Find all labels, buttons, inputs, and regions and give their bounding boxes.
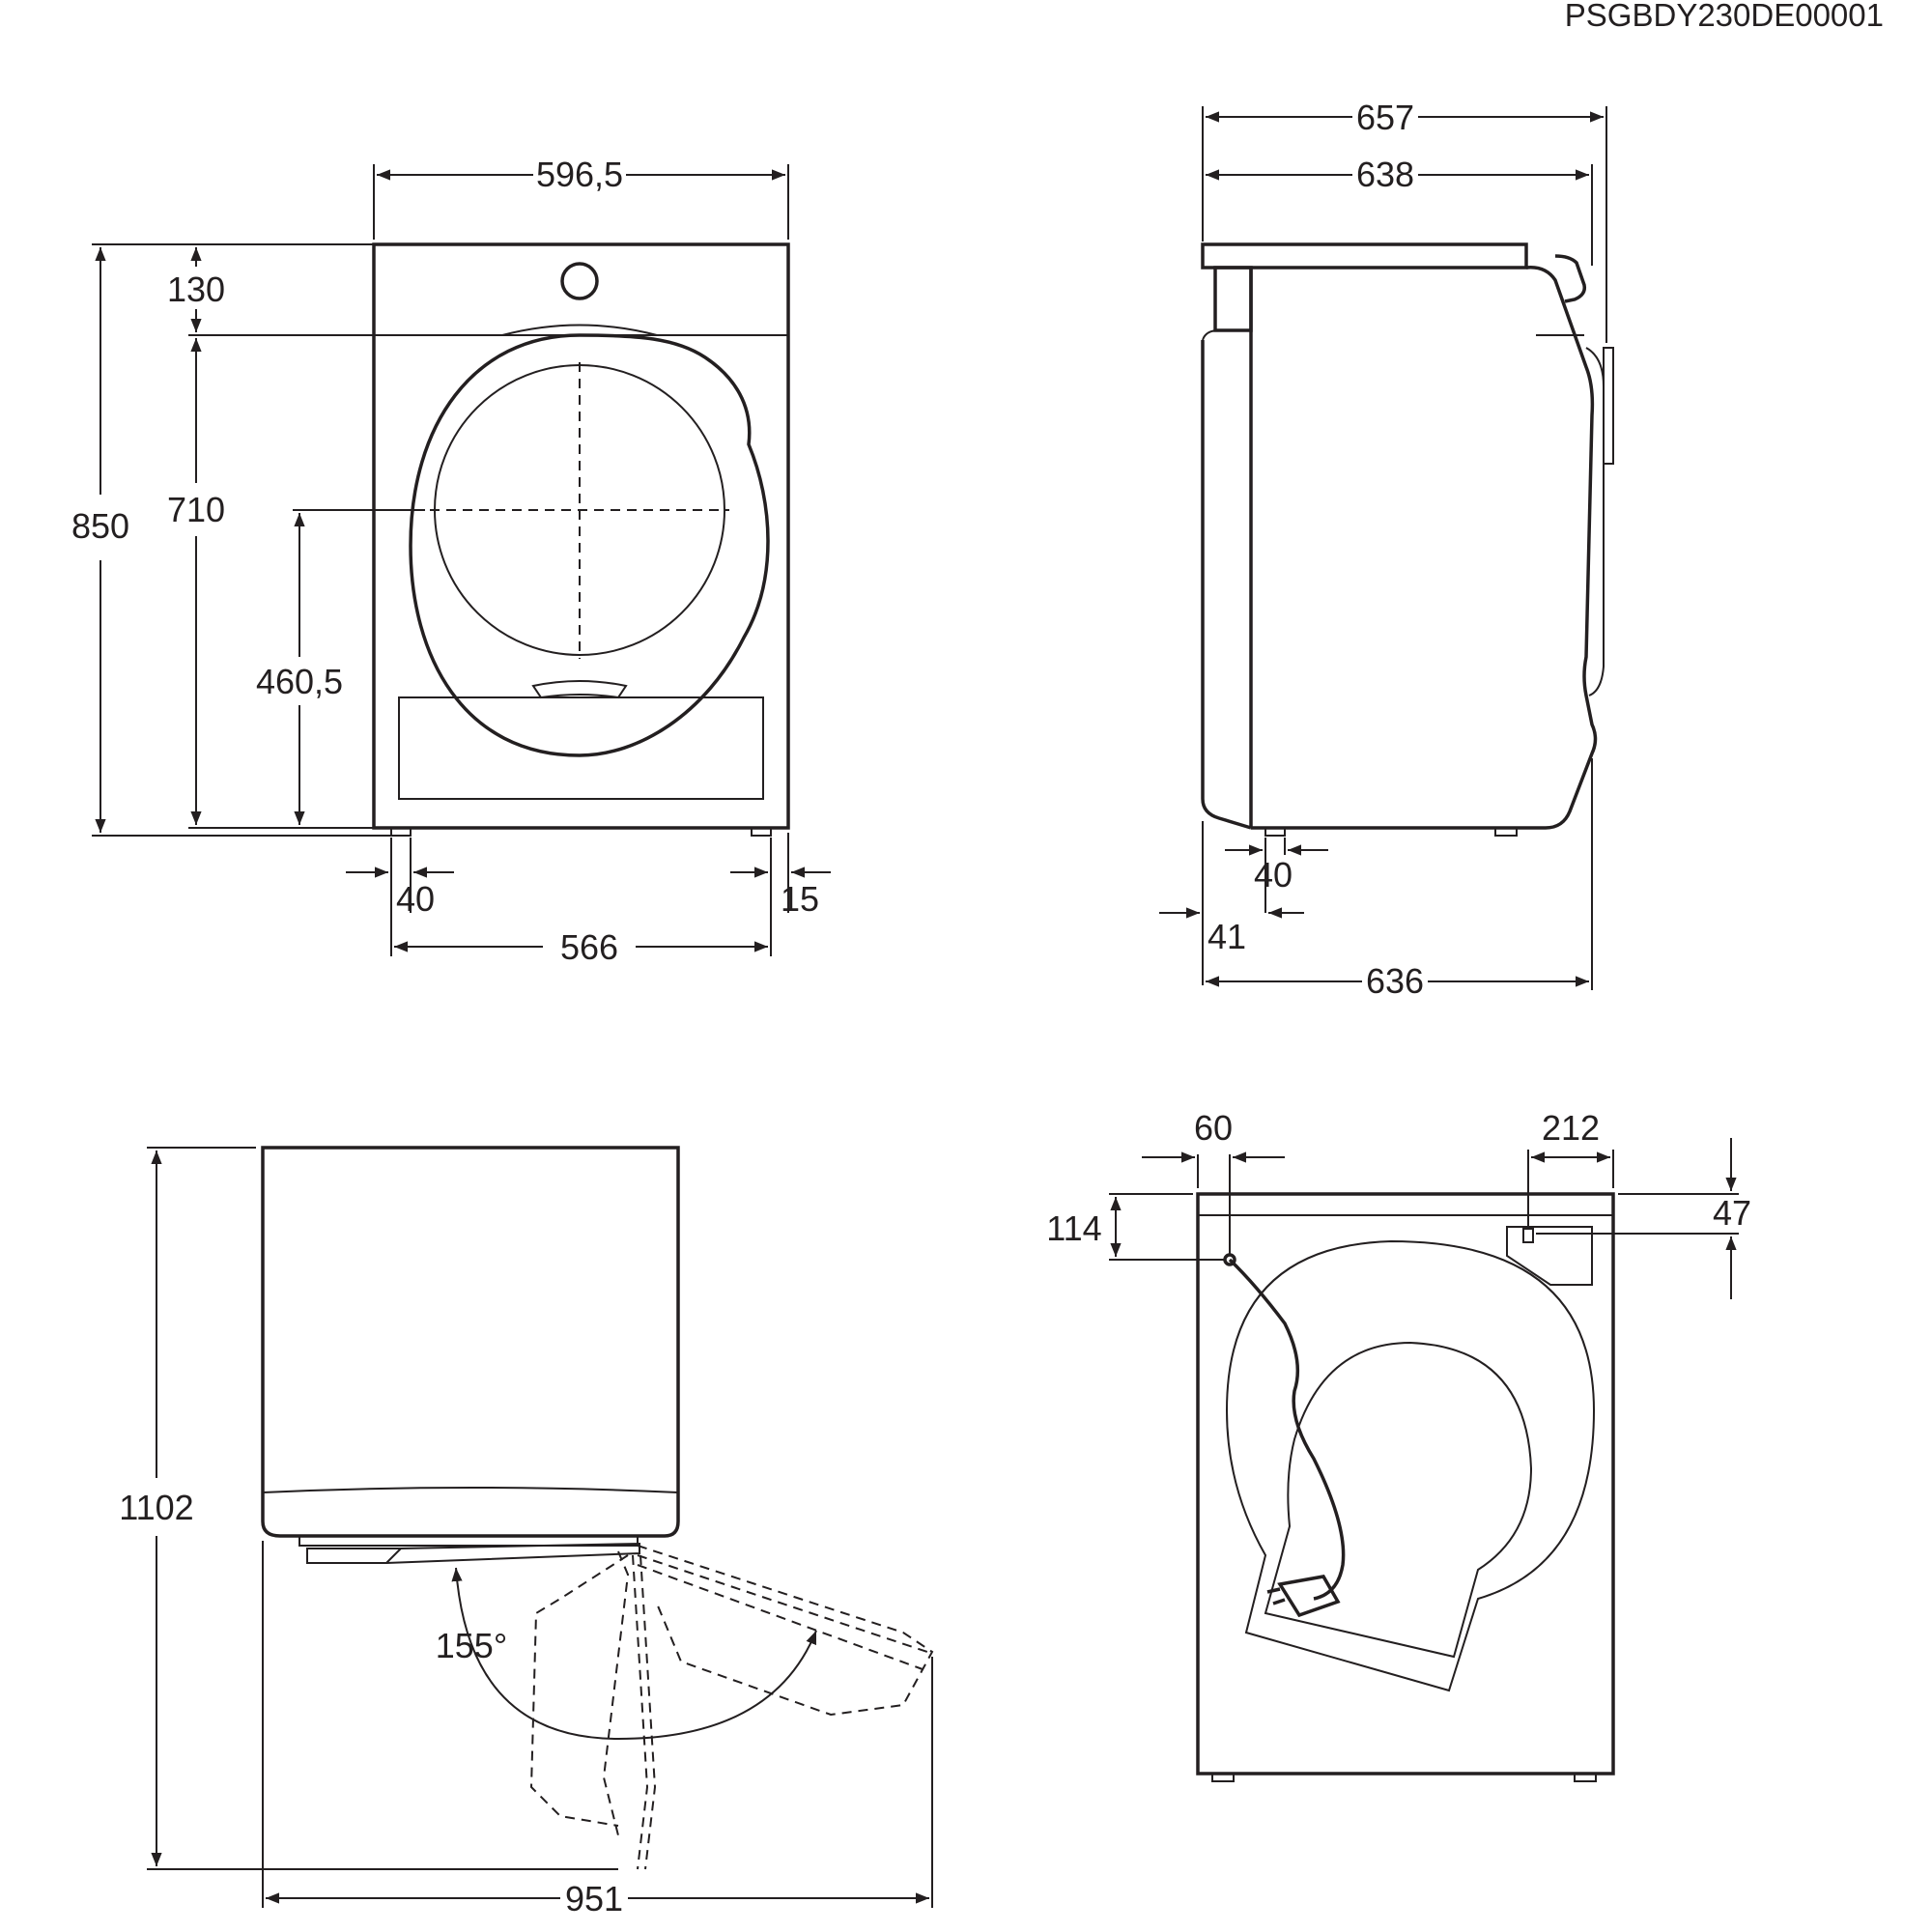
side-body <box>1251 266 1598 830</box>
rear-outer-shell <box>1225 1239 1596 1692</box>
rear-cabinet <box>1196 1192 1615 1776</box>
dim-opening-angle: 155° <box>436 1626 507 1665</box>
door-open-view: 155° 1102 951 <box>119 1146 934 1918</box>
dim-back-offset: 41 <box>1208 917 1246 956</box>
dim-side-foot-offset: 40 <box>1254 855 1293 895</box>
open-door-inner <box>632 1554 657 1870</box>
swing-arc <box>451 1567 817 1741</box>
side-back-bracket <box>1213 266 1253 332</box>
dim-depth-door-open: 951 <box>565 1879 623 1918</box>
top-front-edge <box>262 1487 679 1493</box>
side-door <box>1585 347 1605 696</box>
dim-door-center-height: 460,5 <box>256 662 343 701</box>
dim-plate-width: 212 <box>1542 1108 1600 1148</box>
side-knob <box>1554 254 1587 303</box>
dim-width-overall: 596,5 <box>536 155 623 194</box>
door-outer-ring <box>409 333 770 757</box>
side-top-lid <box>1201 242 1528 270</box>
front-cabinet <box>372 242 790 830</box>
dim-foot-offset-right: 15 <box>781 879 819 919</box>
rear-foot-left <box>1211 1773 1235 1782</box>
side-back-profile <box>1202 329 1251 341</box>
top-hinge-bar <box>298 1536 639 1547</box>
dim-foot-offset-left: 40 <box>396 879 435 919</box>
plinth-panel <box>398 696 764 800</box>
front-knob <box>560 262 599 300</box>
document-code: PSGBDY230DE00001 <box>1565 0 1884 33</box>
side-back-edge <box>1201 340 1252 830</box>
door-handle-top <box>501 324 658 336</box>
plinth-handle <box>531 680 628 699</box>
dim-panel-height: 130 <box>167 270 225 309</box>
front-view: 596,5 850 130 710 460,5 40 15 <box>71 155 831 967</box>
rear-plate <box>1506 1226 1593 1286</box>
side-foot-back <box>1264 827 1286 837</box>
dim-height-door-open: 1102 <box>119 1488 193 1527</box>
open-door-panel-2 <box>637 1554 928 1670</box>
dim-foot-spacing: 566 <box>560 927 618 967</box>
rear-foot-right <box>1574 1773 1597 1782</box>
dim-hose-offset-top: 114 <box>1046 1208 1101 1248</box>
rear-plate-connector <box>1522 1228 1534 1243</box>
dim-depth-body: 638 <box>1356 155 1414 194</box>
open-door-panel <box>637 1545 934 1717</box>
open-door-outline <box>602 1550 630 1836</box>
power-cord <box>1228 1258 1346 1601</box>
side-door-handle <box>1603 347 1614 465</box>
dim-depth-base: 636 <box>1366 961 1424 1001</box>
front-foot-right <box>751 827 772 837</box>
open-door-swing <box>529 1554 629 1827</box>
power-plug <box>1266 1575 1341 1618</box>
top-body <box>261 1146 680 1538</box>
dim-height-overall: 850 <box>71 506 129 546</box>
side-view: 657 638 40 41 636 <box>1159 98 1614 1001</box>
rear-inner-shell <box>1264 1341 1533 1659</box>
closed-door <box>306 1542 640 1564</box>
rear-view: 60 114 212 47 <box>1046 1108 1751 1782</box>
dim-plate-offset-top: 47 <box>1713 1193 1751 1233</box>
dim-depth-overall: 657 <box>1356 98 1414 137</box>
dim-hose-offset-side: 60 <box>1194 1108 1233 1148</box>
front-foot-left <box>390 827 412 837</box>
side-foot-front <box>1494 827 1518 837</box>
dim-door-top-height: 710 <box>167 490 225 529</box>
